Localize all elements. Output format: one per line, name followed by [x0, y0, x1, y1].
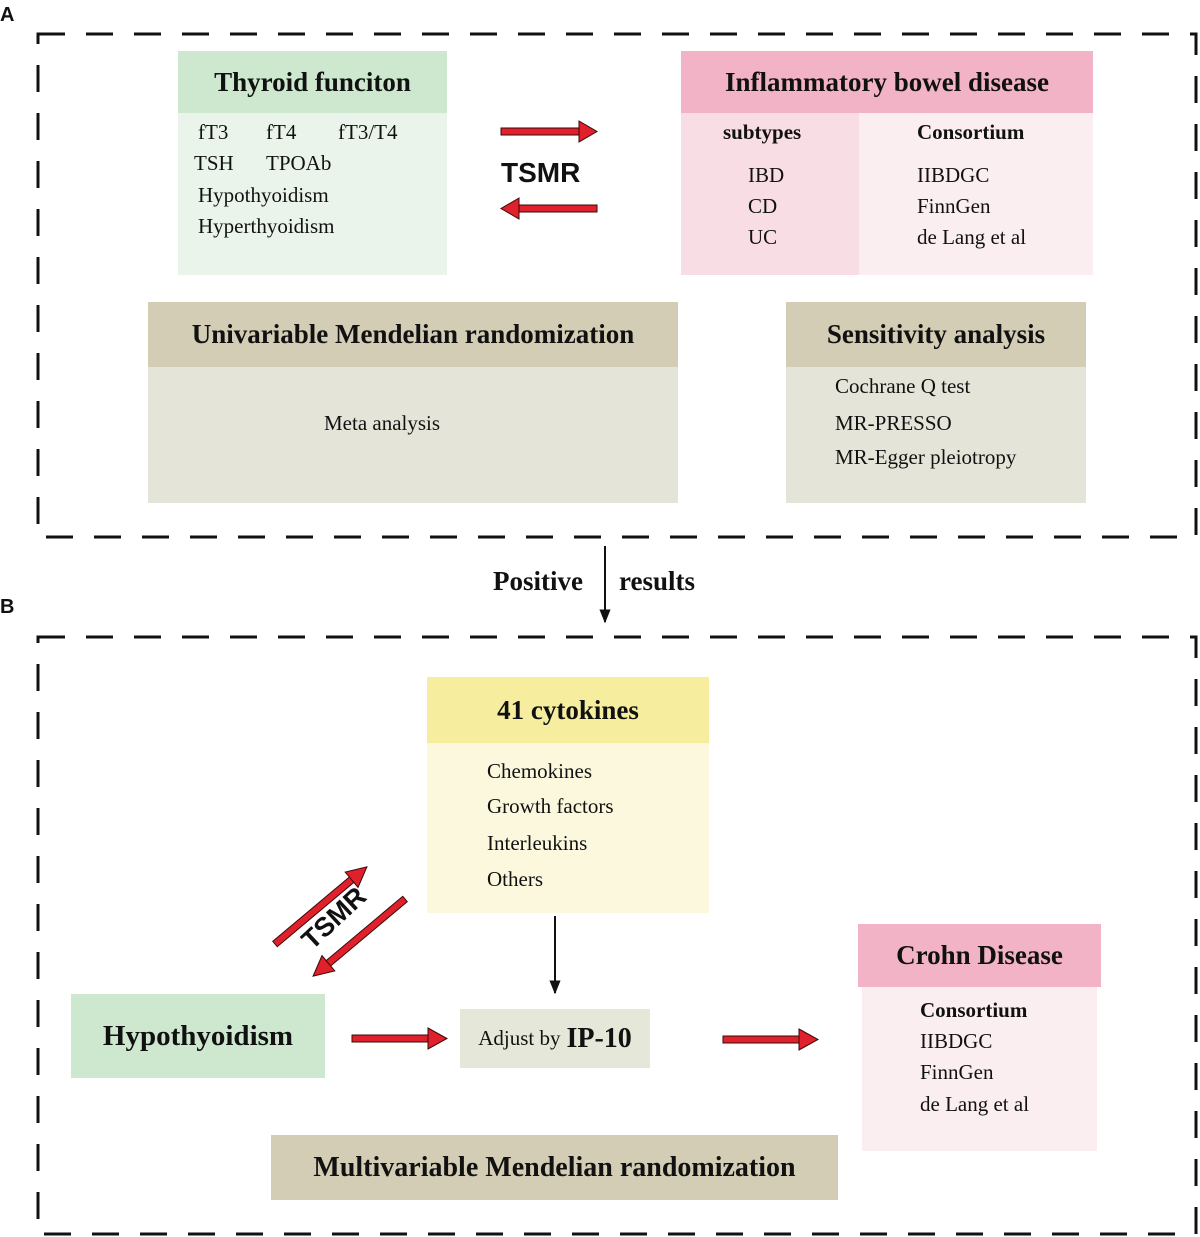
ibd-consortium-iibdgc: IIBDGC	[917, 163, 990, 187]
thyroid-item-hyperthyroidism: Hyperthyoidism	[198, 214, 335, 238]
panel-a-label: A	[0, 4, 15, 26]
adjust-target: IP-10	[566, 1022, 632, 1054]
thyroid-function-title: Thyroid funciton	[178, 51, 447, 113]
connector-positive: Positive	[493, 566, 583, 596]
ibd-subtype-uc: UC	[748, 225, 778, 249]
tsmr-label-b: TSMR	[295, 881, 373, 956]
tsmr-arrow-left-a	[500, 197, 598, 220]
crohn-consortium-de-lang: de Lang et al	[920, 1092, 1030, 1116]
univariable-mr-title: Univariable Mendelian randomization	[148, 302, 678, 367]
connector-results: results	[619, 566, 696, 596]
univariable-mr-box: Univariable Mendelian randomization	[148, 302, 678, 503]
cytokine-item-growth-factors: Growth factors	[487, 794, 614, 818]
crohn-consortium-header: Consortium	[920, 998, 1028, 1022]
ibd-subtypes-header: subtypes	[723, 120, 802, 144]
meta-analysis-text: Meta analysis	[324, 411, 441, 435]
thyroid-item-ft4: fT4	[266, 120, 297, 144]
crohn-disease-title: Crohn Disease	[858, 924, 1101, 987]
thyroid-item-ft3: fT3	[198, 120, 229, 144]
adjust-prefix: Adjust by	[478, 1026, 561, 1050]
crohn-consortium-iibdgc: IIBDGC	[920, 1029, 993, 1053]
adjust-to-crohn-arrow	[722, 1028, 820, 1051]
tsmr-label-a: TSMR	[501, 157, 581, 188]
thyroid-item-tpoab: TPOAb	[266, 151, 332, 175]
hypothyroidism-to-adjust-arrow	[351, 1027, 449, 1050]
cytokine-item-interleukins: Interleukins	[487, 831, 588, 855]
ibd-subtype-cd: CD	[748, 194, 778, 218]
thyroid-item-hypothyroidism: Hypothyoidism	[198, 183, 329, 207]
thyroid-item-ft3-t4: fT3/T4	[338, 120, 398, 144]
sensitivity-item-mr-presso: MR-PRESSO	[835, 411, 952, 435]
hypothyroidism-box: Hypothyoidism	[71, 994, 325, 1078]
multivariable-mr-box: Multivariable Mendelian randomization	[271, 1135, 838, 1200]
sensitivity-item-cochrane: Cochrane Q test	[835, 374, 971, 398]
panel-b-label: B	[0, 596, 15, 618]
ibd-title: Inflammatory bowel disease	[681, 51, 1093, 113]
tsmr-arrow-right-a	[500, 120, 598, 143]
ibd-consortium-finngen: FinnGen	[917, 194, 991, 218]
sensitivity-item-mr-egger: MR-Egger pleiotropy	[835, 445, 1017, 469]
ibd-consortium-de-lang: de Lang et al	[917, 225, 1027, 249]
thyroid-item-tsh: TSH	[194, 151, 234, 175]
crohn-consortium-finngen: FinnGen	[920, 1060, 994, 1084]
ibd-consortium-header: Consortium	[917, 120, 1025, 144]
cytokines-title: 41 cytokines	[427, 677, 709, 743]
sensitivity-analysis-box: Sensitivity analysis	[786, 302, 1086, 503]
cytokine-item-others: Others	[487, 867, 543, 891]
adjust-box: Adjust by IP-10	[460, 1009, 650, 1068]
ibd-box: Inflammatory bowel disease	[681, 51, 1093, 275]
ibd-subtype-ibd: IBD	[748, 163, 785, 187]
cytokine-item-chemokines: Chemokines	[487, 759, 592, 783]
sensitivity-analysis-title: Sensitivity analysis	[786, 302, 1086, 367]
